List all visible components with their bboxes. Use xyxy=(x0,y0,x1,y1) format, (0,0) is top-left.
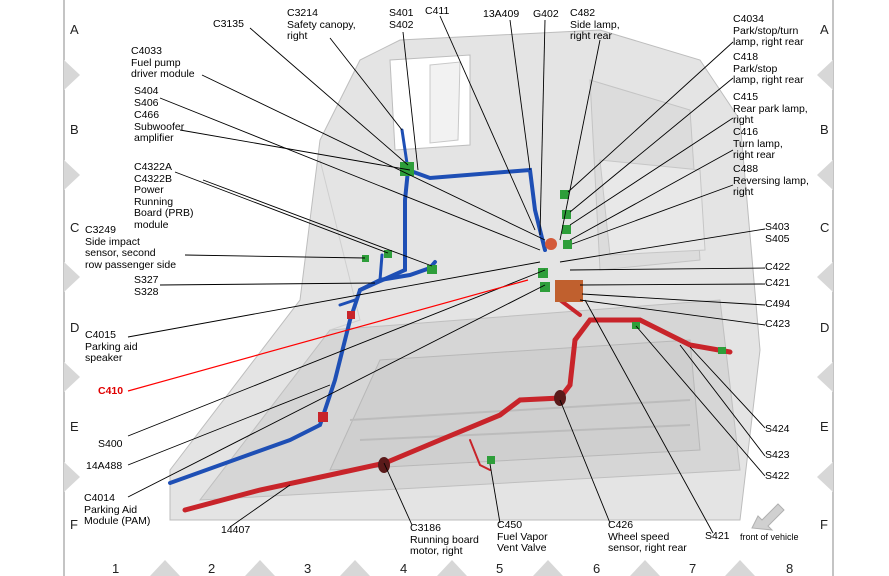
row-label-b-right: B xyxy=(820,122,829,137)
col-label-6: 6 xyxy=(593,561,601,576)
label-s422: S422 xyxy=(765,470,790,482)
label-s404: S404 S406 xyxy=(134,85,159,109)
label-s327: S327 S328 xyxy=(134,274,159,298)
label-c423: C423 xyxy=(765,318,791,330)
label-s403: S403 S405 xyxy=(765,221,790,245)
col-label-8: 8 xyxy=(786,561,794,576)
col-label-2: 2 xyxy=(208,561,216,576)
row-label-c-right: C xyxy=(820,220,830,235)
col-label-7: 7 xyxy=(689,561,697,576)
col-label-1: 1 xyxy=(112,561,120,576)
right-border-markers xyxy=(817,60,833,492)
label-c4033: C4033 Fuel pump driver module xyxy=(131,45,195,80)
label-s423: S423 xyxy=(765,449,790,461)
label-c4014: C4014 Parking Aid Module (PAM) xyxy=(84,492,151,527)
row-label-b-left: B xyxy=(70,122,79,137)
label-c482: C482 Side lamp, right rear xyxy=(570,7,620,42)
label-c411: C411 xyxy=(425,5,450,17)
label-c426: C426 Wheel speed sensor, right rear xyxy=(608,519,687,554)
label-c410: C410 xyxy=(98,385,124,397)
label-14a488: 14A488 xyxy=(86,460,123,472)
row-label-a-right: A xyxy=(820,22,829,37)
label-c4322: C4322A C4322B Power Running Board (PRB) … xyxy=(134,161,194,231)
label-c416: C416 Turn lamp, right rear xyxy=(733,126,783,161)
row-label-e-left: E xyxy=(70,419,79,434)
label-c418: C418 Park/stop lamp, right rear xyxy=(733,51,804,86)
label-14407: 14407 xyxy=(221,524,251,536)
col-label-4: 4 xyxy=(400,561,408,576)
c410-leader xyxy=(127,279,529,392)
row-label-d-left: D xyxy=(70,320,80,335)
row-label-c-left: C xyxy=(70,220,80,235)
label-s424: S424 xyxy=(765,423,790,435)
left-border-markers xyxy=(64,60,80,492)
row-label-f-left: F xyxy=(70,517,78,532)
bottom-border-markers xyxy=(150,560,755,576)
label-c422: C422 xyxy=(765,261,791,273)
label-c488: C488 Reversing lamp, right xyxy=(733,163,809,198)
label-c3135: C3135 xyxy=(213,18,244,30)
label-13a409: 13A409 xyxy=(483,8,520,20)
label-c494: C494 xyxy=(765,298,791,310)
row-label-e-right: E xyxy=(820,419,829,434)
col-label-3: 3 xyxy=(304,561,312,576)
label-s400: S400 xyxy=(98,438,123,450)
label-c466: C466 Subwoofer amplifier xyxy=(134,109,185,144)
row-label-a-left: A xyxy=(70,22,79,37)
label-s401: S401 S402 xyxy=(389,7,414,31)
front-of-vehicle-arrow xyxy=(751,503,785,531)
leader-lines xyxy=(127,15,766,534)
label-c421: C421 xyxy=(765,277,791,289)
label-s421: S421 xyxy=(705,530,730,542)
label-c415: C415 Rear park lamp, right xyxy=(733,91,808,126)
label-c450: C450 Fuel Vapor Vent Valve xyxy=(497,519,548,554)
label-c3214: C3214 Safety canopy, right xyxy=(287,7,356,42)
label-c4015: C4015 Parking aid speaker xyxy=(85,329,138,364)
connectors xyxy=(318,162,726,473)
blue-harness xyxy=(168,128,547,485)
label-c3186: C3186 Running board motor, right xyxy=(410,522,479,557)
label-c4034: C4034 Park/stop/turn lamp, right rear xyxy=(733,13,804,48)
col-label-5: 5 xyxy=(496,561,504,576)
front-of-vehicle-label: front of vehicle xyxy=(740,532,799,542)
red-harness xyxy=(182,298,733,513)
label-c3249: C3249 Side impact sensor, second row pas… xyxy=(85,224,177,271)
label-g402: G402 xyxy=(533,8,559,20)
row-label-d-right: D xyxy=(820,320,830,335)
vehicle-body-illustration xyxy=(169,29,761,521)
row-label-f-right: F xyxy=(820,517,828,532)
